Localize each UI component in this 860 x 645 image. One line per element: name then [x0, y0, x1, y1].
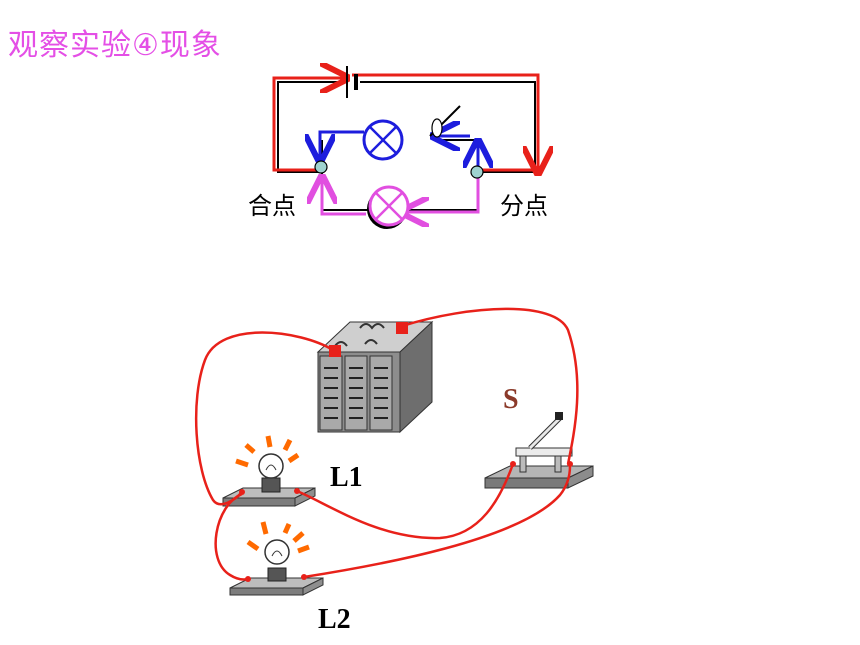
- switch-label: S: [503, 384, 519, 415]
- junction-split-node: [470, 165, 484, 179]
- lamp1-label: L1: [330, 462, 363, 493]
- page-title: 观察实验④现象: [8, 28, 222, 63]
- lamp-upper-symbol: [362, 119, 404, 161]
- lamp2-label: L2: [318, 604, 351, 635]
- junction-merge-node: [314, 160, 328, 174]
- lamp-l1: [222, 435, 316, 507]
- knife-switch: [484, 412, 594, 489]
- apparatus-wires: [194, 307, 579, 581]
- battery-pack: [316, 320, 434, 434]
- lower-branch-path: [322, 178, 480, 214]
- switch-symbol: [429, 105, 461, 138]
- main-current-path: [272, 75, 538, 170]
- battery-symbol: [346, 66, 358, 98]
- junction-split-label: 分点: [500, 192, 548, 220]
- junction-merge-label: 合点: [248, 192, 296, 220]
- wire-underlay: [277, 81, 536, 211]
- lamp-l2: [229, 521, 324, 596]
- lamp-lower-symbol: [367, 185, 410, 229]
